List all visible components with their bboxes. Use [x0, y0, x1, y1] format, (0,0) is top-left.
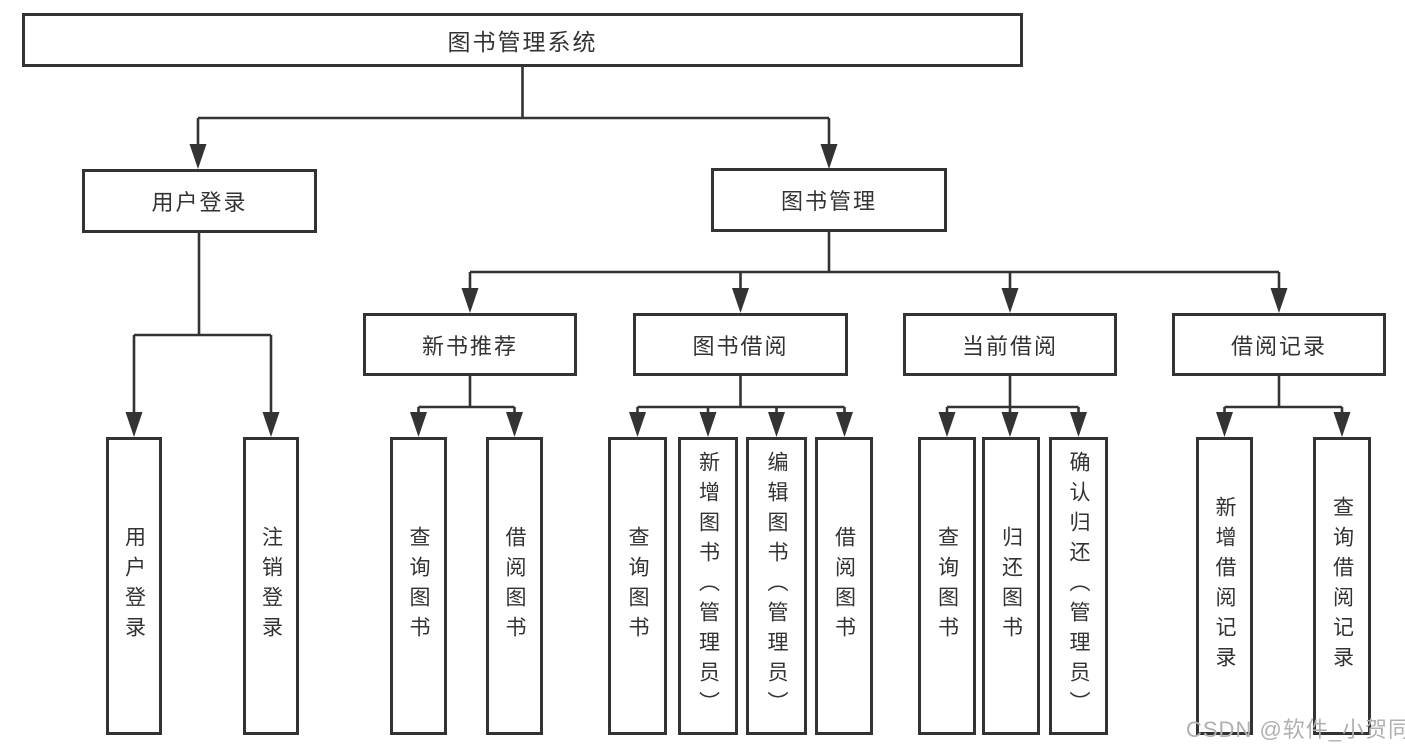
leaf-add-books-admin: 新增图书（管理员） — [678, 437, 738, 735]
leaf-borrow-books: 借阅图书 — [815, 437, 873, 735]
leaf-borrow-query-books: 查询图书 — [608, 437, 667, 735]
node-user-login: 用户登录 — [82, 169, 317, 233]
leaf-current-query-books: 查询图书 — [918, 437, 976, 735]
leaf-return-books: 归还图书 — [982, 437, 1040, 735]
node-root-library-system: 图书管理系统 — [22, 13, 1023, 67]
leaf-newbook-query-books: 查询图书 — [390, 437, 447, 735]
leaf-query-borrow-record: 查询借阅记录 — [1313, 437, 1371, 735]
leaf-user-login: 用户登录 — [106, 437, 162, 735]
leaf-edit-books-admin: 编辑图书（管理员） — [746, 437, 807, 735]
node-current-borrow: 当前借阅 — [903, 313, 1117, 376]
csdn-watermark: CSDN @软件_小贺同学 — [1186, 717, 1405, 742]
leaf-newbook-borrow-books: 借阅图书 — [486, 437, 543, 735]
node-book-management: 图书管理 — [711, 168, 947, 232]
node-borrow-record: 借阅记录 — [1172, 313, 1386, 376]
node-new-book-recommend: 新书推荐 — [363, 313, 577, 376]
leaf-logout: 注销登录 — [243, 437, 299, 735]
leaf-add-borrow-record: 新增借阅记录 — [1196, 437, 1253, 735]
leaf-confirm-return-admin: 确认归还（管理员） — [1049, 437, 1108, 735]
node-book-borrow: 图书借阅 — [633, 313, 848, 376]
